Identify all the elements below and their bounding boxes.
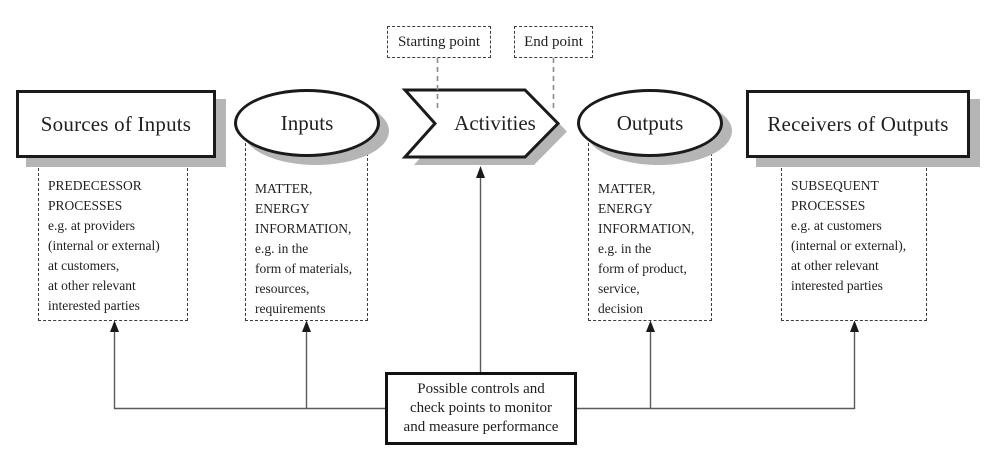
arrow-to-sources-description [110, 320, 119, 409]
arrow-to-outputs-description [646, 320, 655, 409]
inputs-description-box: MATTER, ENERGY INFORMATION, e.g. in the … [245, 123, 368, 321]
arrow-to-inputs-description [302, 320, 311, 409]
inputs-ellipse: Inputs [234, 89, 380, 157]
starting-point-box: Starting point [387, 26, 491, 58]
arrow-to-receivers-description [850, 320, 859, 409]
controls-checkpoints-box: Possible controls and check points to mo… [385, 372, 577, 445]
end-point-box: End point [514, 26, 593, 58]
outputs-ellipse: Outputs [577, 89, 723, 157]
sources-description-box: PREDECESSOR PROCESSES e.g. at providers … [38, 123, 188, 321]
sources-of-inputs-box: Sources of Inputs [16, 90, 216, 158]
activities-chevron [401, 88, 567, 165]
receivers-description-box: SUBSEQUENT PROCESSES e.g. at customers (… [781, 123, 927, 321]
activities-chevron-shape [401, 88, 561, 159]
receivers-of-outputs-box: Receivers of Outputs [746, 90, 970, 158]
arrow-controls-to-activities [476, 166, 485, 372]
